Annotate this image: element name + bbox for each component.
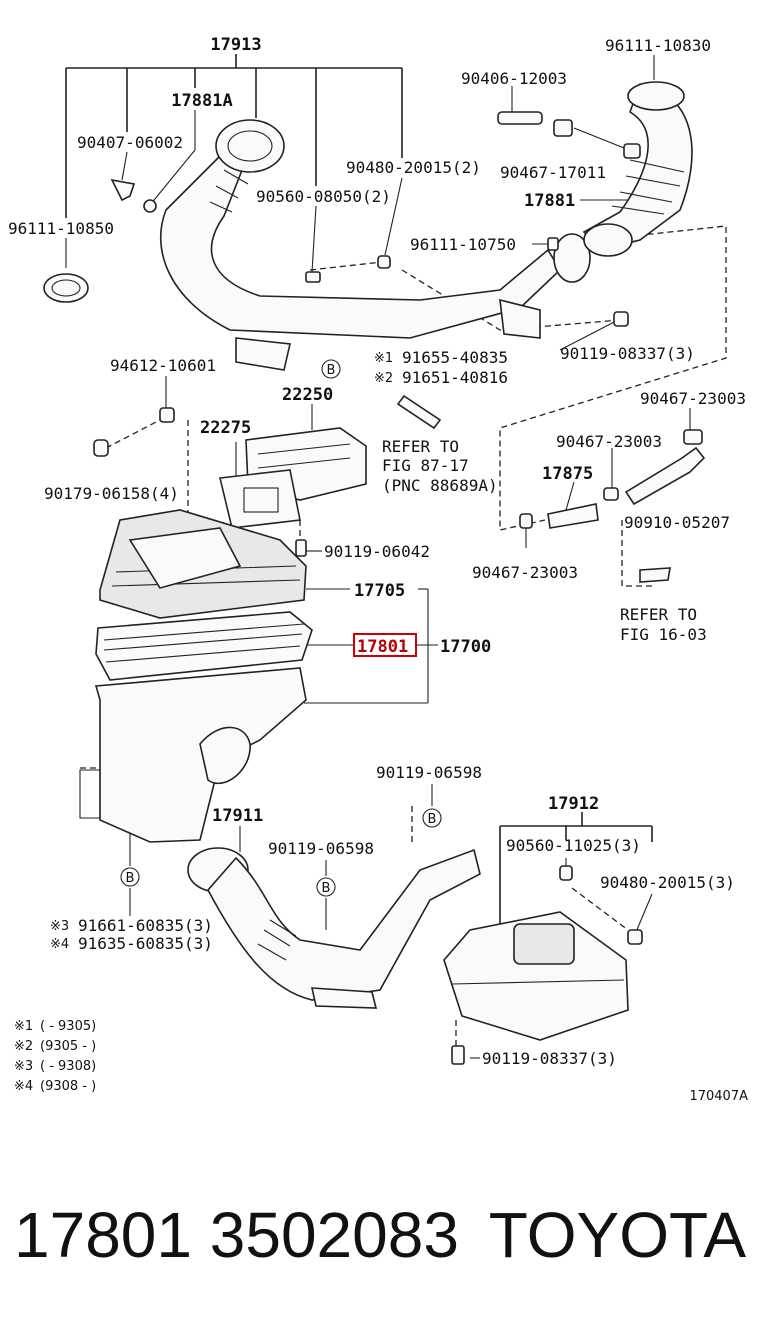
label-90467-23003-c: 90467-23003 bbox=[472, 563, 578, 582]
label-22275: 22275 bbox=[200, 418, 251, 438]
legend-mark-3: ※3 bbox=[14, 1059, 33, 1074]
circle-b-2: B bbox=[126, 871, 135, 886]
intake-duct-17913 bbox=[159, 119, 591, 371]
legend-range-2: (9305 - ) bbox=[40, 1039, 96, 1054]
exploded-view-svg: B B B B 17913 96111-10830 17881A 90406-1… bbox=[8, 35, 748, 1104]
label-91655-40835: 91655-40835 bbox=[402, 348, 508, 367]
label-91651-40816: 91651-40816 bbox=[402, 368, 508, 387]
part-labels: 17913 96111-10830 17881A 90406-12003 904… bbox=[8, 35, 746, 1068]
mark-4-lower: ※4 bbox=[50, 937, 69, 952]
label-90119-08337-3-top: 90119-08337(3) bbox=[560, 344, 695, 363]
label-90560-08050-2: 90560-08050(2) bbox=[256, 187, 391, 206]
label-90119-06598-a: 90119-06598 bbox=[376, 763, 482, 782]
legend-range-3: ( - 9308) bbox=[40, 1059, 96, 1074]
label-17801-highlighted[interactable]: 17801 bbox=[357, 637, 408, 657]
label-17913: 17913 bbox=[210, 35, 261, 55]
refer-87-line-1: REFER TO bbox=[382, 437, 459, 456]
label-17700: 17700 bbox=[440, 637, 491, 657]
air-flow-meter-22250 bbox=[219, 427, 367, 529]
label-90406-12003: 90406-12003 bbox=[461, 69, 567, 88]
label-90467-17011: 90467-17011 bbox=[500, 163, 606, 182]
label-90467-23003-a: 90467-23003 bbox=[640, 389, 746, 408]
refer-16-line-1: REFER TO bbox=[620, 605, 697, 624]
legend-range-4: (9308 - ) bbox=[40, 1079, 96, 1094]
refer-87-line-3: (PNC 88689A) bbox=[382, 476, 498, 495]
hose-17911 bbox=[187, 847, 481, 1009]
label-91661-60835-3: 91661-60835(3) bbox=[78, 916, 213, 935]
label-90480-20015-2: 90480-20015(2) bbox=[346, 158, 481, 177]
label-90179-06158-4: 90179-06158(4) bbox=[44, 484, 179, 503]
label-90407-06002: 90407-06002 bbox=[77, 133, 183, 152]
legend-mark-2: ※2 bbox=[14, 1039, 33, 1054]
highlight-box-17801 bbox=[353, 633, 417, 657]
circle-b-3: B bbox=[428, 812, 437, 827]
label-17911: 17911 bbox=[212, 806, 263, 826]
label-90119-06598-b: 90119-06598 bbox=[268, 839, 374, 858]
label-90119-08337-3-bottom: 90119-08337(3) bbox=[482, 1049, 617, 1068]
figure-code: 170407A bbox=[689, 1089, 748, 1104]
label-90480-20015-3: 90480-20015(3) bbox=[600, 873, 735, 892]
hose-90910-17875 bbox=[547, 446, 706, 529]
circle-b-1: B bbox=[327, 363, 336, 378]
mark-2-top: ※2 bbox=[374, 371, 393, 386]
label-22250: 22250 bbox=[282, 385, 333, 405]
air-cleaner-assy-17700 bbox=[79, 509, 313, 843]
label-17875: 17875 bbox=[542, 464, 593, 484]
label-96111-10750: 96111-10750 bbox=[410, 235, 516, 254]
legend-mark-1: ※1 bbox=[14, 1019, 33, 1034]
circle-b-markers: B B B B bbox=[120, 359, 442, 897]
small-hardware bbox=[43, 111, 703, 1065]
label-17881a: 17881A bbox=[171, 91, 232, 111]
footer-bar: 17801 3502083 TOYOTA bbox=[14, 1190, 746, 1280]
hose-17881 bbox=[582, 81, 693, 257]
legend-mark-4: ※4 bbox=[14, 1079, 33, 1094]
label-90467-23003-b: 90467-23003 bbox=[556, 432, 662, 451]
label-91635-60835-3: 91635-60835(3) bbox=[78, 934, 213, 953]
label-17705: 17705 bbox=[354, 581, 405, 601]
footer-part-number: 17801 3502083 bbox=[14, 1199, 459, 1271]
refer-16-line-2: FIG 16-03 bbox=[620, 625, 707, 644]
label-90910-05207: 90910-05207 bbox=[624, 513, 730, 532]
label-96111-10850: 96111-10850 bbox=[8, 219, 114, 238]
leader-lines bbox=[65, 54, 691, 1059]
legend-range-1: ( - 9305) bbox=[40, 1019, 96, 1034]
circle-b-4: B bbox=[322, 881, 331, 896]
label-17912: 17912 bbox=[548, 794, 599, 814]
footer-brand: TOYOTA bbox=[488, 1199, 746, 1271]
mark-3-lower: ※3 bbox=[50, 919, 69, 934]
refer-87-line-2: FIG 87-17 bbox=[382, 456, 469, 475]
label-17881: 17881 bbox=[524, 191, 575, 211]
label-90119-06042: 90119-06042 bbox=[324, 542, 430, 561]
label-90560-11025-3: 90560-11025(3) bbox=[506, 836, 641, 855]
label-94612-10601: 94612-10601 bbox=[110, 356, 216, 375]
resonator-17912 bbox=[443, 911, 629, 1041]
date-legend: ※1 ( - 9305) ※2 (9305 - ) ※3 ( - 9308) ※… bbox=[14, 1019, 96, 1094]
mark-1-top: ※1 bbox=[374, 351, 393, 366]
label-96111-10830: 96111-10830 bbox=[605, 36, 711, 55]
